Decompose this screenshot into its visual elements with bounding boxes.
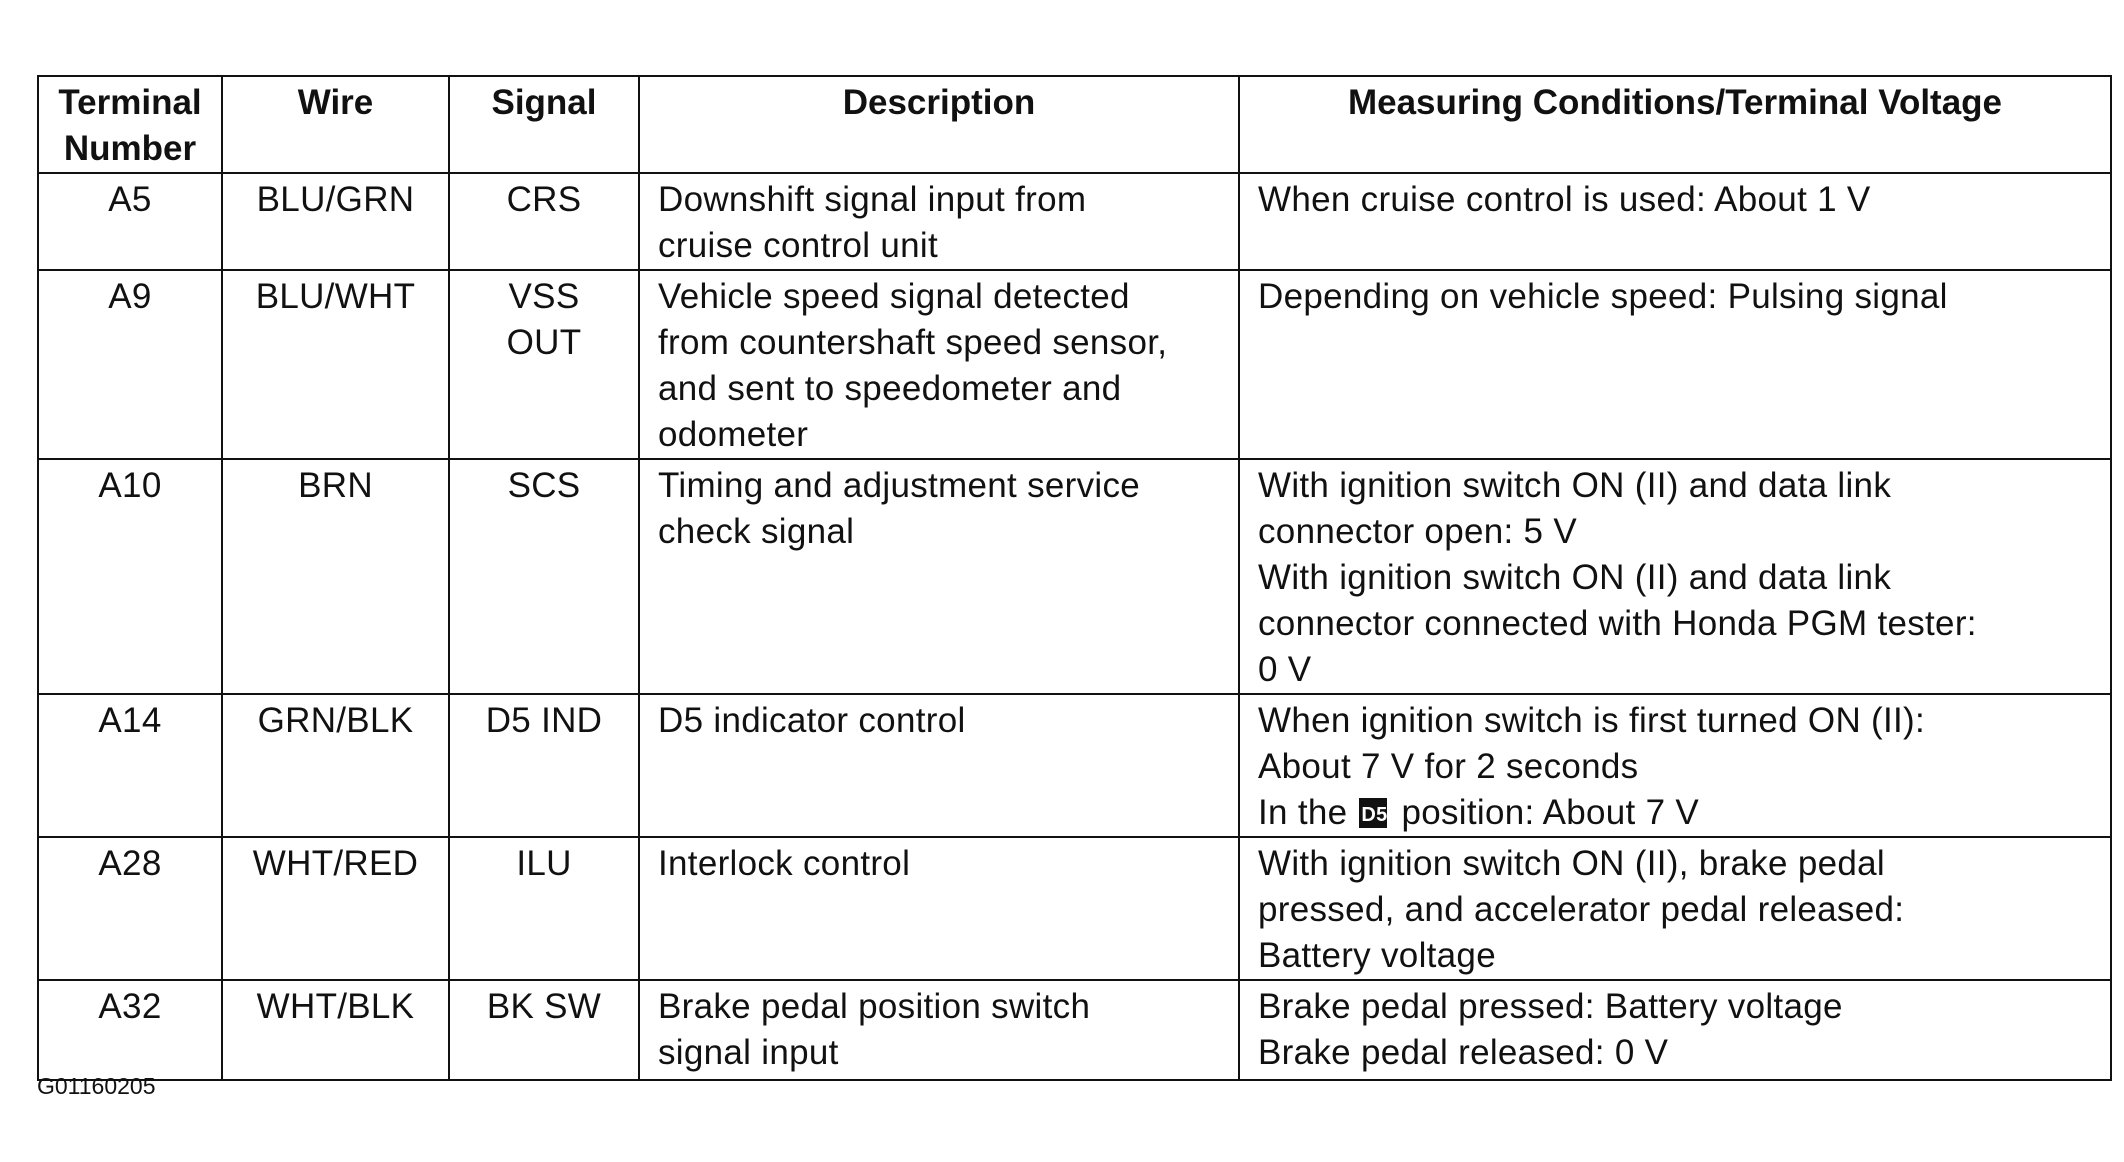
measuring-line: With ignition switch ON (II), brake peda… <box>1258 844 1885 883</box>
header-terminal-line-2: Number <box>63 129 197 168</box>
measuring-line: Brake pedal released: 0 V <box>1258 1033 1669 1072</box>
measuring-line: Battery voltage <box>1258 936 1496 975</box>
measuring-line: 0 V <box>1258 650 1312 689</box>
header-description: Description <box>638 75 1240 174</box>
description-line: signal input <box>658 1033 839 1072</box>
terminal-cell: A32 <box>37 979 223 1081</box>
table-row: A9 BLU/WHT VSS OUT Vehicle speed signal … <box>37 269 2112 460</box>
measuring-line: With ignition switch ON (II) and data li… <box>1258 466 1892 505</box>
header-terminal-number: Terminal Number <box>37 75 223 174</box>
signal-line: BK SW <box>486 987 602 1026</box>
wire-cell: WHT/RED <box>221 836 450 981</box>
wire-cell: BLU/WHT <box>221 269 450 460</box>
measuring-cell: Depending on vehicle speed: Pulsing sign… <box>1238 269 2112 460</box>
description-line: Interlock control <box>658 844 911 883</box>
figure-id-label: G01160205 <box>37 1073 156 1099</box>
measuring-line: Brake pedal pressed: Battery voltage <box>1258 987 1843 1026</box>
description-line: from countershaft speed sensor, <box>658 323 1168 362</box>
signal-line: D5 IND <box>485 701 603 740</box>
measuring-cell: When cruise control is used: About 1 V <box>1238 172 2112 271</box>
measuring-line: When ignition switch is first turned ON … <box>1258 701 1926 740</box>
description-line: check signal <box>658 512 855 551</box>
measuring-line: connector connected with Honda PGM teste… <box>1258 604 1977 643</box>
wire-cell: BRN <box>221 458 450 695</box>
terminal-cell: A9 <box>37 269 223 460</box>
d5-position-icon: D5 <box>1359 797 1388 828</box>
description-cell: Timing and adjustment service check sign… <box>638 458 1240 695</box>
measuring-line-d5: In the D5 position: About 7 V <box>1258 790 2104 836</box>
measuring-line: With ignition switch ON (II) and data li… <box>1258 558 1892 597</box>
table-header-row: Terminal Number Wire Signal Description … <box>37 75 2112 174</box>
measuring-cell: When ignition switch is first turned ON … <box>1238 693 2112 838</box>
signal-cell: ILU <box>448 836 640 981</box>
terminal-cell: A28 <box>37 836 223 981</box>
signal-line: ILU <box>516 844 572 883</box>
signal-line: OUT <box>506 323 582 362</box>
measuring-cell: With ignition switch ON (II), brake peda… <box>1238 836 2112 981</box>
measuring-d5-before: In the <box>1258 793 1348 832</box>
description-cell: Interlock control <box>638 836 1240 981</box>
signal-line: VSS <box>508 277 580 316</box>
signal-line: SCS <box>507 466 581 505</box>
measuring-line: Depending on vehicle speed: Pulsing sign… <box>1258 277 1948 316</box>
description-line: Brake pedal position switch <box>658 987 1091 1026</box>
description-line: Downshift signal input from <box>658 180 1087 219</box>
signal-cell: CRS <box>448 172 640 271</box>
description-line: odometer <box>658 415 809 454</box>
header-wire: Wire <box>221 75 450 174</box>
measuring-d5-after: position: About 7 V <box>1401 793 1700 832</box>
terminal-cell: A10 <box>37 458 223 695</box>
description-line: Timing and adjustment service <box>658 466 1141 505</box>
signal-line: CRS <box>506 180 582 219</box>
table-row: A28 WHT/RED ILU Interlock control With i… <box>37 836 2112 981</box>
description-line: cruise control unit <box>658 226 938 265</box>
wire-cell: GRN/BLK <box>221 693 450 838</box>
measuring-cell: With ignition switch ON (II) and data li… <box>1238 458 2112 695</box>
description-cell: Vehicle speed signal detected from count… <box>638 269 1240 460</box>
description-line: and sent to speedometer and <box>658 369 1122 408</box>
measuring-cell: Brake pedal pressed: Battery voltage Bra… <box>1238 979 2112 1081</box>
header-terminal-line-1: Terminal <box>58 83 202 122</box>
terminal-cell: A14 <box>37 693 223 838</box>
wire-cell: WHT/BLK <box>221 979 450 1081</box>
table-row: A5 BLU/GRN CRS Downshift signal input fr… <box>37 172 2112 271</box>
description-line: D5 indicator control <box>658 701 966 740</box>
header-measuring-conditions: Measuring Conditions/Terminal Voltage <box>1238 75 2112 174</box>
table-row: A10 BRN SCS Timing and adjustment servic… <box>37 458 2112 695</box>
terminal-voltage-table: Terminal Number Wire Signal Description … <box>37 75 2112 1081</box>
signal-cell: D5 IND <box>448 693 640 838</box>
measuring-line: When cruise control is used: About 1 V <box>1258 180 1871 219</box>
signal-cell: BK SW <box>448 979 640 1081</box>
description-cell: Brake pedal position switch signal input <box>638 979 1240 1081</box>
header-signal: Signal <box>448 75 640 174</box>
description-cell: D5 indicator control <box>638 693 1240 838</box>
table-row: A14 GRN/BLK D5 IND D5 indicator control … <box>37 693 2112 838</box>
measuring-line: pressed, and accelerator pedal released: <box>1258 890 1905 929</box>
wire-cell: BLU/GRN <box>221 172 450 271</box>
measuring-line: About 7 V for 2 seconds <box>1258 747 1639 786</box>
measuring-line: connector open: 5 V <box>1258 512 1577 551</box>
description-line: Vehicle speed signal detected <box>658 277 1130 316</box>
signal-cell: SCS <box>448 458 640 695</box>
table-row: A32 WHT/BLK BK SW Brake pedal position s… <box>37 979 2112 1081</box>
signal-cell: VSS OUT <box>448 269 640 460</box>
description-cell: Downshift signal input from cruise contr… <box>638 172 1240 271</box>
terminal-cell: A5 <box>37 172 223 271</box>
